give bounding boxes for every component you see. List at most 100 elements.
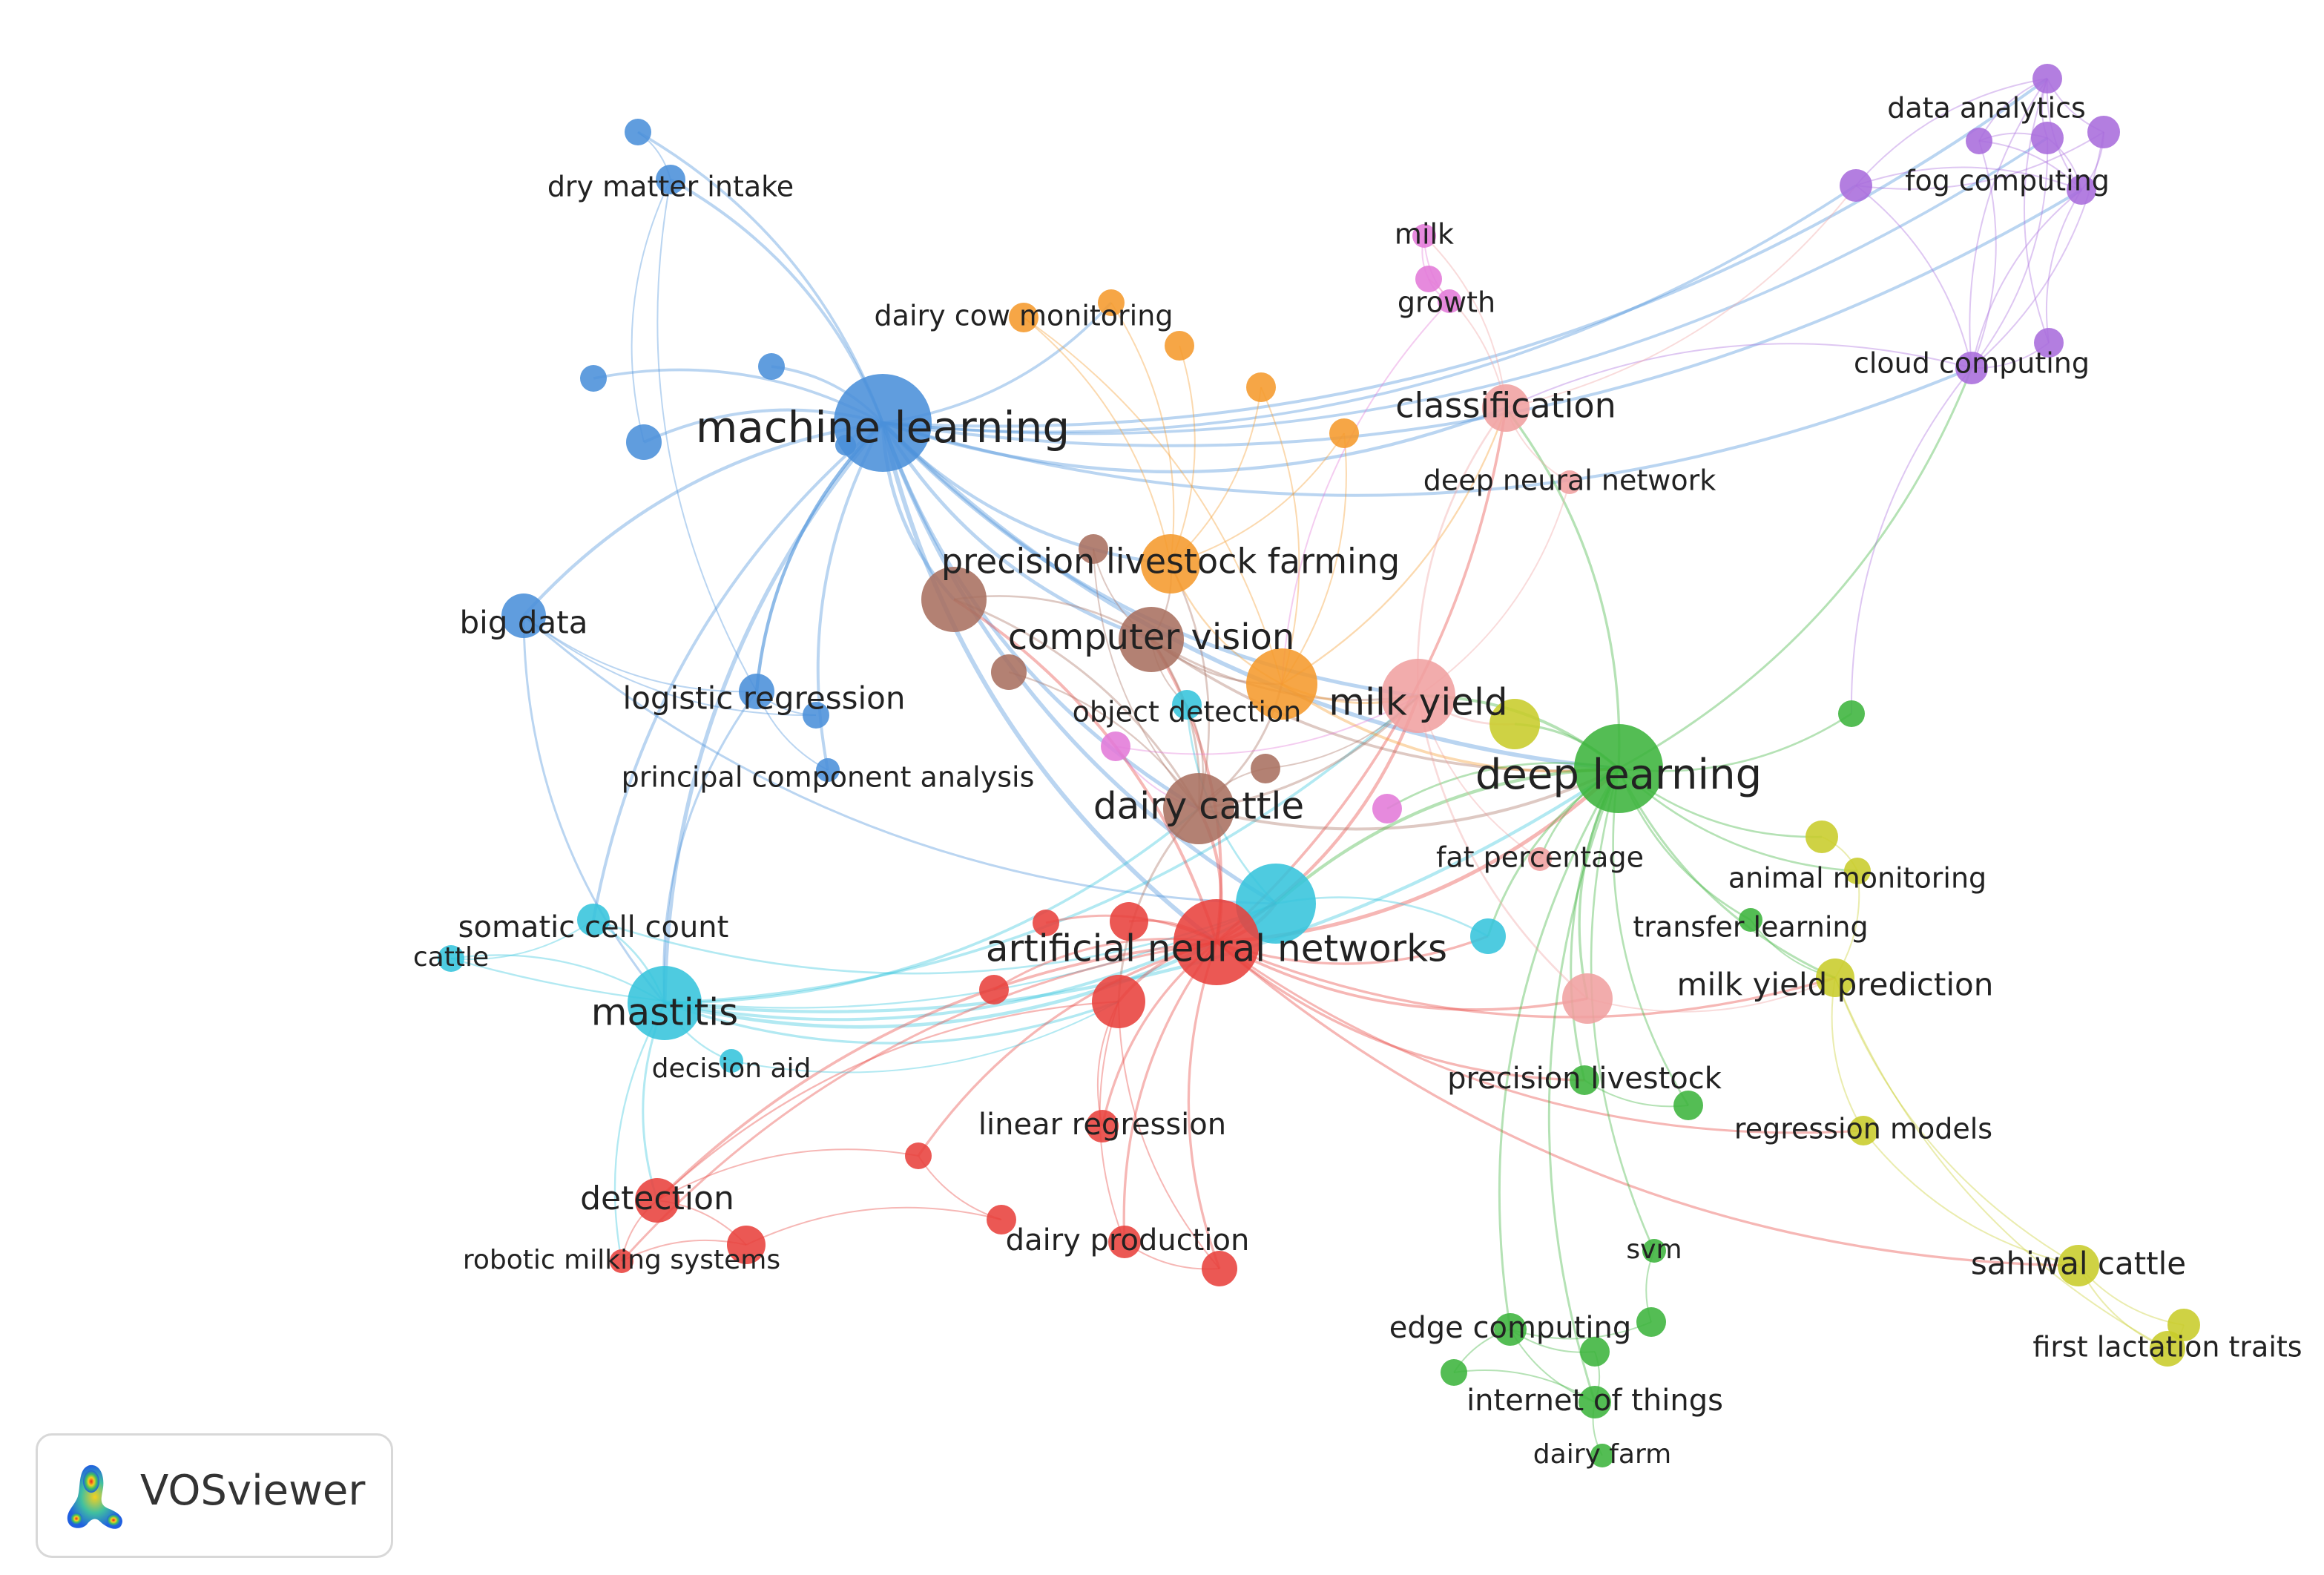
node-edge-computing[interactable]	[1494, 1313, 1527, 1346]
label-deep-learning[interactable]: deep learning	[1475, 751, 1762, 799]
node-orange-c[interactable]	[1246, 372, 1276, 402]
node-fog-computing[interactable]	[2067, 175, 2096, 205]
node-milk-yield[interactable]	[1381, 659, 1455, 733]
node-linear-regression[interactable]	[1086, 1110, 1119, 1142]
label-cloud-computing[interactable]: cloud computing	[1854, 347, 2090, 380]
node-robotic-milking-systems[interactable]	[610, 1249, 633, 1273]
node-yellow-c[interactable]	[2167, 1309, 2200, 1341]
node-deep-neural-network[interactable]	[1558, 470, 1581, 494]
node-object-detection[interactable]	[1172, 690, 1202, 720]
node-cyan-b[interactable]	[1470, 918, 1506, 954]
label-logistic-regression[interactable]: logistic regression	[623, 680, 906, 717]
label-linear-regression[interactable]: linear regression	[978, 1108, 1226, 1142]
label-machine-learning[interactable]: machine learning	[696, 402, 1070, 453]
node-detection[interactable]	[635, 1178, 679, 1223]
label-milk-yield-prediction[interactable]: milk yield prediction	[1677, 967, 1994, 1003]
node-fat-percentage[interactable]	[1528, 847, 1552, 871]
node-blue-e[interactable]	[835, 435, 856, 456]
node-green-e[interactable]	[1636, 1307, 1666, 1337]
label-milk[interactable]: milk	[1395, 218, 1454, 251]
node-brown-c[interactable]	[1079, 534, 1108, 564]
label-sahiwal-cattle[interactable]: sahiwal cattle	[1971, 1246, 2186, 1282]
node-blue-b[interactable]	[580, 365, 607, 392]
node-growth[interactable]	[1415, 266, 1442, 292]
node-dairy-farm[interactable]	[1590, 1444, 1614, 1467]
label-first-lactation-traits[interactable]: first lactation traits	[2032, 1331, 2302, 1364]
label-somatic-cell-count[interactable]: somatic cell count	[458, 910, 729, 944]
node-brown-a[interactable]	[921, 567, 987, 632]
label-animal-monitoring[interactable]: animal monitoring	[1728, 862, 1986, 895]
node-purple-c[interactable]	[2087, 116, 2120, 148]
node-logistic-regression[interactable]	[739, 674, 774, 709]
label-precision-livestock-farming[interactable]: precision livestock farming	[941, 542, 1400, 582]
node-purple-b[interactable]	[2031, 122, 2064, 154]
node-sahiwal-cattle[interactable]	[2058, 1245, 2099, 1286]
node-classification[interactable]	[1482, 384, 1530, 432]
node-dairy-cow-monitoring[interactable]	[1009, 303, 1038, 332]
node-mastitis[interactable]	[628, 966, 702, 1040]
node-deep-learning[interactable]	[1574, 724, 1663, 813]
node-red-f[interactable]	[987, 1205, 1016, 1234]
node-green-b[interactable]	[1673, 1091, 1703, 1120]
label-fat-percentage[interactable]: fat percentage	[1436, 841, 1644, 874]
node-blue-c[interactable]	[758, 353, 785, 380]
label-milk-yield[interactable]: milk yield	[1329, 681, 1507, 724]
label-decision-aid[interactable]: decision aid	[652, 1053, 812, 1084]
node-first-lactation-traits[interactable]	[2150, 1331, 2185, 1367]
node-red-h[interactable]	[1202, 1251, 1237, 1286]
node-green-a[interactable]	[1838, 700, 1865, 727]
label-computer-vision[interactable]: computer vision	[1008, 616, 1295, 658]
node-transfer-learning[interactable]	[1739, 908, 1762, 932]
label-data-analytics[interactable]: data analytics	[1887, 92, 2086, 125]
label-dairy-cow-monitoring[interactable]: dairy cow monitoring	[875, 300, 1173, 332]
node-decision-aid[interactable]	[720, 1049, 743, 1073]
node-green-c[interactable]	[1441, 1359, 1467, 1386]
node-orange-hub[interactable]	[1246, 648, 1317, 720]
label-regression-models[interactable]: regression models	[1734, 1113, 1992, 1145]
node-data-analytics[interactable]	[2032, 64, 2062, 93]
node-big-data[interactable]	[501, 593, 546, 638]
node-cattle[interactable]	[438, 945, 464, 972]
label-cattle[interactable]: cattle	[413, 942, 489, 973]
node-purple-d[interactable]	[1966, 128, 1992, 154]
label-growth[interactable]: growth	[1398, 286, 1495, 319]
label-artificial-neural-networks[interactable]: artificial neural networks	[986, 927, 1447, 970]
node-dry-matter-intake[interactable]	[656, 165, 685, 194]
node-red-g[interactable]	[727, 1226, 766, 1264]
label-classification[interactable]: classification	[1395, 386, 1616, 426]
label-svm[interactable]: svm	[1626, 1234, 1682, 1265]
node-artificial-neural-networks[interactable]	[1173, 899, 1260, 985]
node-red-d[interactable]	[979, 975, 1009, 1004]
node-magenta-b[interactable]	[1101, 731, 1130, 761]
node-red-b[interactable]	[1110, 902, 1148, 941]
node-red-e[interactable]	[905, 1142, 932, 1169]
node-yellow-b[interactable]	[1805, 821, 1838, 853]
node-internet-of-things[interactable]	[1579, 1386, 1611, 1418]
node-purple-e[interactable]	[2034, 328, 2064, 358]
label-transfer-learning[interactable]: transfer learning	[1633, 911, 1868, 944]
node-blue-a[interactable]	[625, 119, 651, 145]
node-yellow-a[interactable]	[1489, 699, 1540, 749]
node-pink-a[interactable]	[1562, 973, 1613, 1024]
node-red-c[interactable]	[1033, 910, 1059, 936]
label-internet-of-things[interactable]: internet of things	[1467, 1384, 1723, 1418]
node-cyan-hub[interactable]	[1236, 864, 1316, 944]
node-svm[interactable]	[1642, 1239, 1666, 1263]
node-purple-a[interactable]	[1840, 169, 1872, 202]
label-big-data[interactable]: big data	[460, 605, 588, 641]
node-machine-learning[interactable]	[834, 374, 932, 472]
label-object-detection[interactable]: object detection	[1073, 696, 1302, 729]
node-principal-component-analysis[interactable]	[816, 758, 840, 782]
node-blue-d[interactable]	[626, 424, 662, 460]
node-milk[interactable]	[1412, 224, 1436, 248]
node-precision-livestock[interactable]	[1570, 1065, 1599, 1095]
label-precision-livestock[interactable]: precision livestock	[1447, 1062, 1722, 1096]
node-dairy-production[interactable]	[1108, 1226, 1141, 1258]
label-principal-component-analysis[interactable]: principal component analysis	[622, 761, 1035, 794]
node-brown-b[interactable]	[991, 654, 1027, 690]
node-orange-b[interactable]	[1165, 331, 1194, 361]
node-cloud-computing[interactable]	[1955, 352, 1988, 384]
label-dry-matter-intake[interactable]: dry matter intake	[547, 171, 794, 203]
node-green-d[interactable]	[1580, 1337, 1610, 1367]
label-edge-computing[interactable]: edge computing	[1389, 1311, 1631, 1345]
